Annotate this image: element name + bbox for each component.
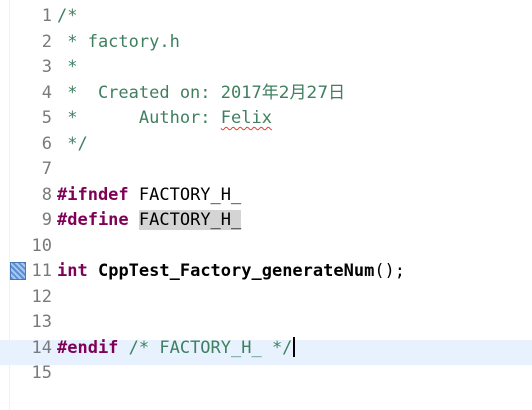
code-text-area[interactable]: /* * factory.h * * Created on: 2017年2月27…	[57, 4, 532, 387]
line-number: 4	[41, 82, 52, 103]
annotation-ruler[interactable]	[0, 0, 10, 410]
line-number: 12	[31, 286, 52, 307]
code-line-3[interactable]: *	[57, 55, 532, 81]
occurrence-highlight[interactable]: FACTORY_H_	[138, 210, 242, 230]
code-line-8[interactable]: #ifndef FACTORY_H_	[57, 183, 532, 209]
code-line-2[interactable]: * factory.h	[57, 30, 532, 56]
function-declaration-name[interactable]: CppTest_Factory_generateNum	[97, 261, 375, 281]
line-number: 9	[41, 210, 52, 230]
code-line-14[interactable]: #endif /* FACTORY_H_ */	[57, 336, 532, 362]
code-line-5[interactable]: * Author: Felix	[57, 106, 532, 132]
comment-text: * Author:	[57, 108, 221, 128]
line-number: 6	[41, 133, 52, 154]
line-number: 14	[31, 337, 52, 358]
line-number: 7	[41, 159, 52, 179]
comment-text: *	[57, 57, 78, 77]
text-caret	[293, 336, 296, 357]
line-number: 5	[41, 108, 52, 128]
spelling-warning-word[interactable]: Felix	[220, 108, 272, 128]
line-number: 1	[41, 6, 52, 26]
code-line-1[interactable]: /*	[57, 4, 532, 30]
code-line-12[interactable]	[57, 285, 532, 311]
line-number: 13	[31, 312, 52, 332]
comment-text: */	[57, 133, 88, 154]
code-line-9[interactable]: #define FACTORY_H_	[57, 208, 532, 234]
macro-name: FACTORY_H_	[128, 184, 242, 205]
code-line-13[interactable]	[57, 310, 532, 336]
type-keyword: int	[57, 261, 88, 281]
line-number-gutter: 1 2 3 4 5 6 7 8 9 10 11 12 13 14 15	[10, 4, 52, 387]
code-line-10[interactable]	[57, 234, 532, 260]
preprocessor-directive: #define	[57, 210, 129, 230]
comment-text: * Created on: 2017	[57, 82, 262, 103]
code-line-15[interactable]	[57, 361, 532, 387]
line-number: 10	[31, 235, 52, 256]
code-line-11[interactable]: int CppTest_Factory_generateNum();	[57, 259, 532, 285]
line-number: 15	[31, 363, 52, 383]
comment-date-text: 年2月27日	[261, 82, 346, 103]
punctuation: ();	[374, 261, 406, 281]
line-number: 8	[41, 184, 52, 205]
comment-text: * factory.h	[57, 31, 180, 52]
code-line-6[interactable]: */	[57, 132, 532, 158]
preprocessor-directive: #ifndef	[57, 184, 129, 205]
comment-text: /* FACTORY_H_ */	[118, 337, 293, 358]
current-line-highlight	[0, 340, 532, 365]
line-number: 3	[41, 57, 52, 77]
task-marker-icon[interactable]	[10, 262, 26, 280]
preprocessor-directive: #endif	[57, 337, 119, 358]
line-number: 2	[41, 31, 52, 52]
comment-text: /*	[57, 6, 78, 26]
code-line-4[interactable]: * Created on: 2017年2月27日	[57, 81, 532, 107]
code-line-7[interactable]	[57, 157, 532, 183]
line-number: 11	[31, 261, 52, 281]
